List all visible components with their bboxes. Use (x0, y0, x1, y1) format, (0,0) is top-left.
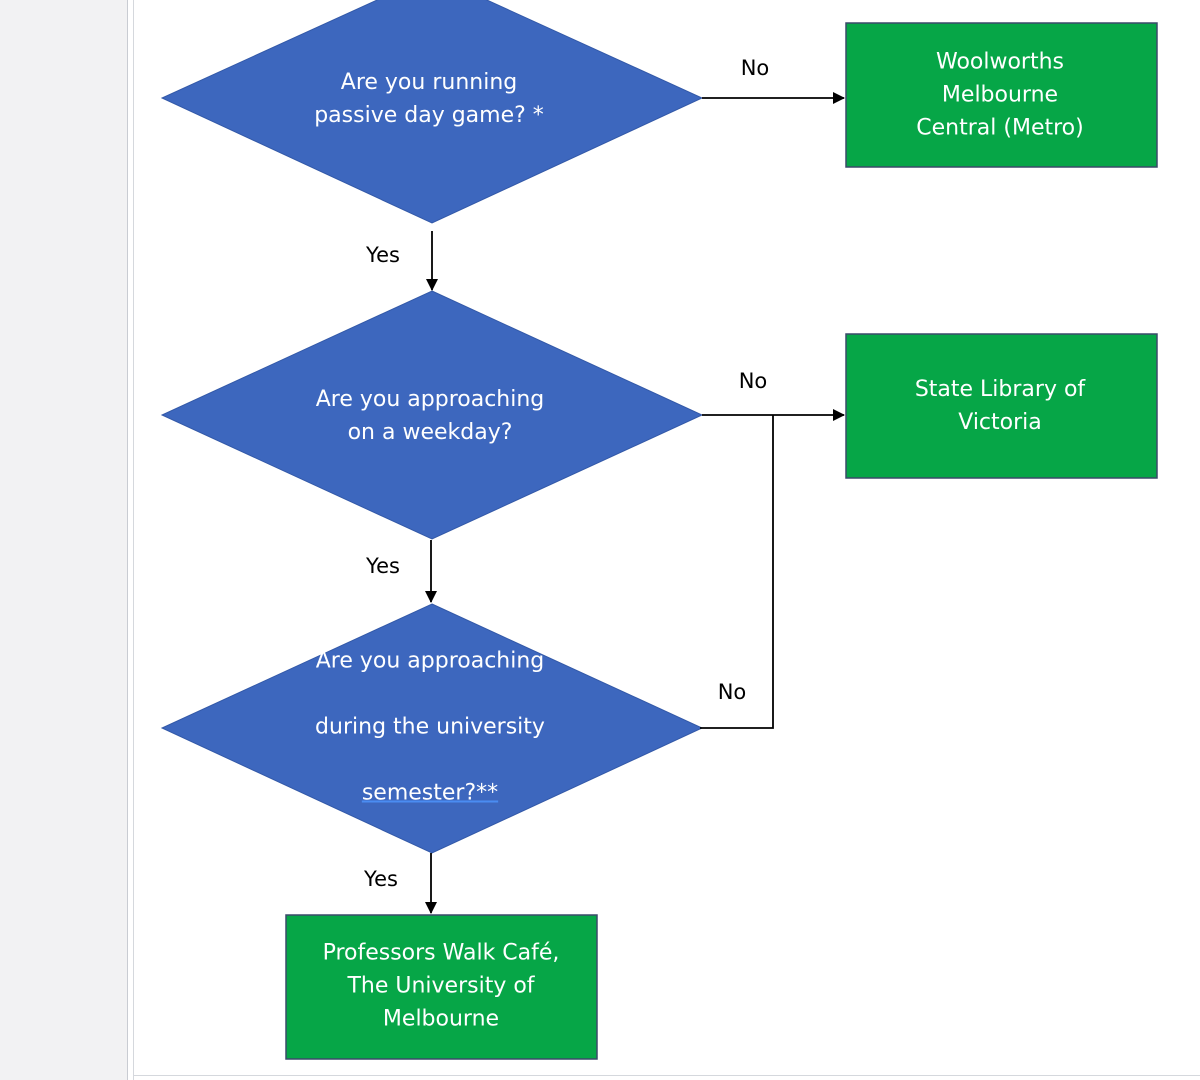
edge-label-d3-yes: Yes (364, 867, 398, 891)
decision-text-line-2: during the university (315, 714, 545, 740)
page-bottom-edge (133, 1075, 1200, 1076)
outcome-box-professors-walk (285, 914, 598, 1060)
edge-label-d1-yes: Yes (366, 243, 400, 267)
edge-label-d2-yes: Yes (366, 554, 400, 578)
outcome-text-state-library: State Library of Victoria (914, 377, 1086, 435)
edge-label-d2-no: No (738, 369, 768, 393)
connector-d3-no (700, 415, 774, 729)
decision-text-line-3: semester?** (361, 780, 499, 806)
decision-text-weekday: Are you approaching on a weekday? (315, 387, 545, 445)
edge-label-d3-no: No (717, 680, 747, 704)
page-inner-border (133, 0, 134, 1080)
decision-diamond-passive-day-game (160, 0, 704, 224)
outcome-text-professors-walk: Professors Walk Café, The University of … (322, 940, 560, 1032)
outcome-box-state-library (845, 333, 1158, 479)
edge-label-d1-no: No (740, 56, 770, 80)
document-page (127, 0, 1200, 1080)
outcome-text-woolworths: Woolworths Melbourne Central (Metro) (916, 49, 1084, 141)
decision-diamond-weekday (160, 290, 704, 540)
decision-text-line-1: Are you approaching (315, 648, 545, 674)
decision-diamond-university-semester (160, 603, 704, 854)
decision-text-passive-day-game: Are you running passive day game? * (314, 70, 544, 128)
outcome-box-woolworths (845, 22, 1158, 168)
decision-text-university-semester: Are you approaching during the universit… (315, 612, 545, 843)
